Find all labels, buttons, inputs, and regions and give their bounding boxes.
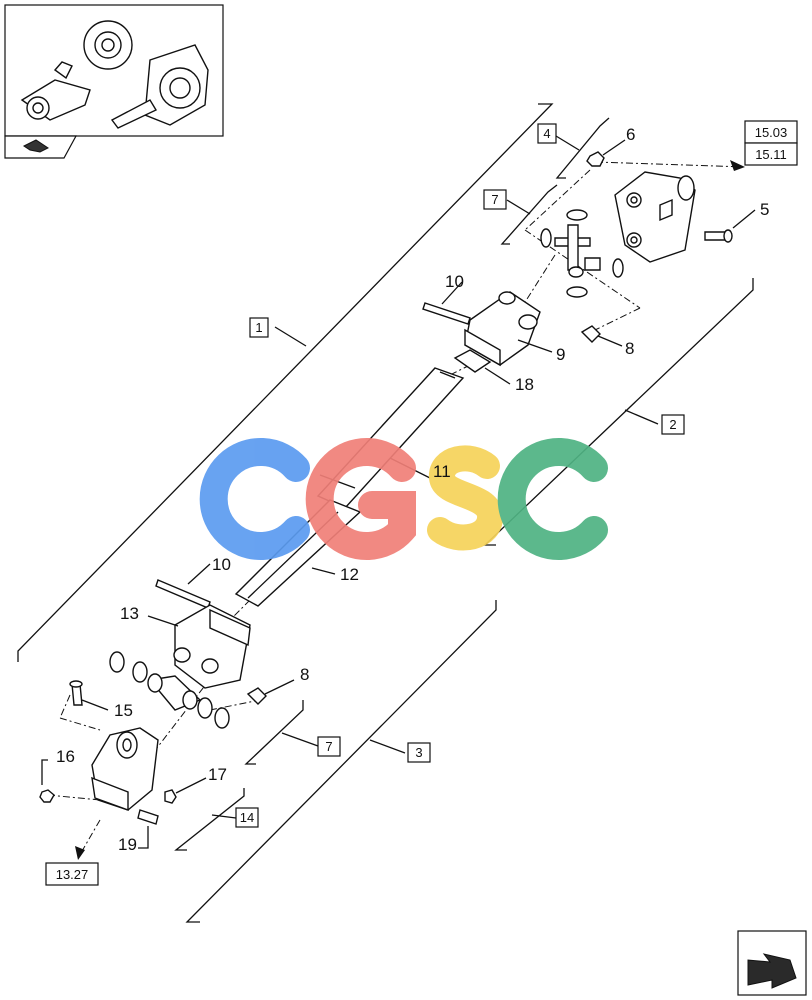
callout-13: 13 [120, 604, 139, 623]
bracket-group-16-19 [41, 759, 149, 849]
ring-part-18 [453, 349, 492, 373]
arrow-icon [747, 953, 797, 989]
callout-8-bottom: 8 [300, 665, 309, 684]
callout-15: 15 [114, 701, 133, 720]
svg-text:15.11: 15.11 [755, 147, 787, 162]
reference-link-bottom[interactable]: 13.27 [45, 862, 99, 886]
callout-9: 9 [556, 345, 565, 364]
yoke-part-13 [173, 604, 251, 689]
watermark-letter-s [427, 445, 503, 551]
nut-part-17 [164, 789, 177, 804]
svg-text:7: 7 [325, 739, 332, 754]
callout-11: 11 [433, 462, 451, 481]
bearing-rings-lower [109, 651, 230, 729]
callout-16: 16 [56, 747, 75, 766]
flange-yoke-top [614, 171, 696, 263]
flange-hub-lower [91, 727, 159, 811]
callout-8-top: 8 [625, 339, 634, 358]
yoke-part-9 [464, 291, 541, 367]
overview-thumbnail[interactable] [4, 4, 224, 137]
callout-box-7-bottom: 7 [317, 736, 341, 757]
callout-box-2: 2 [661, 414, 685, 435]
bracket-group-7-bottom [244, 700, 319, 765]
callout-18: 18 [515, 375, 534, 394]
next-page-nav-button[interactable] [737, 930, 807, 996]
bracket-group-7-top [500, 184, 558, 245]
bracket-group-2 [483, 278, 754, 546]
nut-part-6 [586, 151, 605, 167]
callout-box-4: 4 [537, 123, 557, 144]
svg-text:15.03: 15.03 [755, 125, 788, 140]
callout-17: 17 [208, 765, 227, 784]
callout-10-bottom: 10 [212, 555, 231, 574]
reference-link-top[interactable]: 15.03 15.11 [744, 120, 798, 166]
grease-nipple-8-bottom [246, 687, 267, 705]
svg-text:7: 7 [491, 192, 498, 207]
spring-pin-10-top [422, 302, 471, 325]
nut-part-16 [39, 789, 55, 803]
svg-text:2: 2 [669, 417, 676, 432]
callout-box-14: 14 [235, 807, 259, 828]
watermark-letter-c2 [497, 438, 608, 560]
callout-10-top: 10 [445, 272, 464, 291]
spring-pin-10-bottom [155, 579, 211, 609]
overview-nav-tab[interactable] [4, 135, 78, 159]
bolt-part-5 [704, 229, 733, 243]
svg-text:13.27: 13.27 [56, 867, 89, 882]
arrow-to-ref-top [730, 160, 745, 171]
bracket-group-3 [185, 600, 497, 923]
bracket-group-1 [17, 103, 554, 662]
svg-text:3: 3 [415, 745, 422, 760]
bracket-group-4 [555, 117, 610, 179]
cross-spider-lower [147, 673, 202, 711]
arrow-to-ref-bottom [75, 846, 85, 860]
callout-19: 19 [118, 835, 137, 854]
bolt-part-15 [69, 680, 83, 706]
callout-6: 6 [626, 125, 635, 144]
watermark-letter-c1 [199, 438, 310, 560]
grease-nipple-8-top [580, 325, 601, 343]
callout-box-7-top: 7 [483, 189, 507, 210]
callout-12: 12 [340, 565, 359, 584]
callout-box-3: 3 [407, 742, 431, 763]
watermark-logo [199, 438, 608, 560]
bracket-group-14 [174, 788, 245, 851]
svg-text:4: 4 [543, 126, 550, 141]
callout-5: 5 [760, 200, 769, 219]
cross-spider-top [540, 209, 624, 298]
bolt-part-19 [137, 809, 159, 825]
svg-text:1: 1 [255, 320, 262, 335]
watermark-letter-g [305, 438, 416, 560]
callout-box-1: 1 [249, 317, 269, 338]
svg-text:14: 14 [240, 810, 254, 825]
